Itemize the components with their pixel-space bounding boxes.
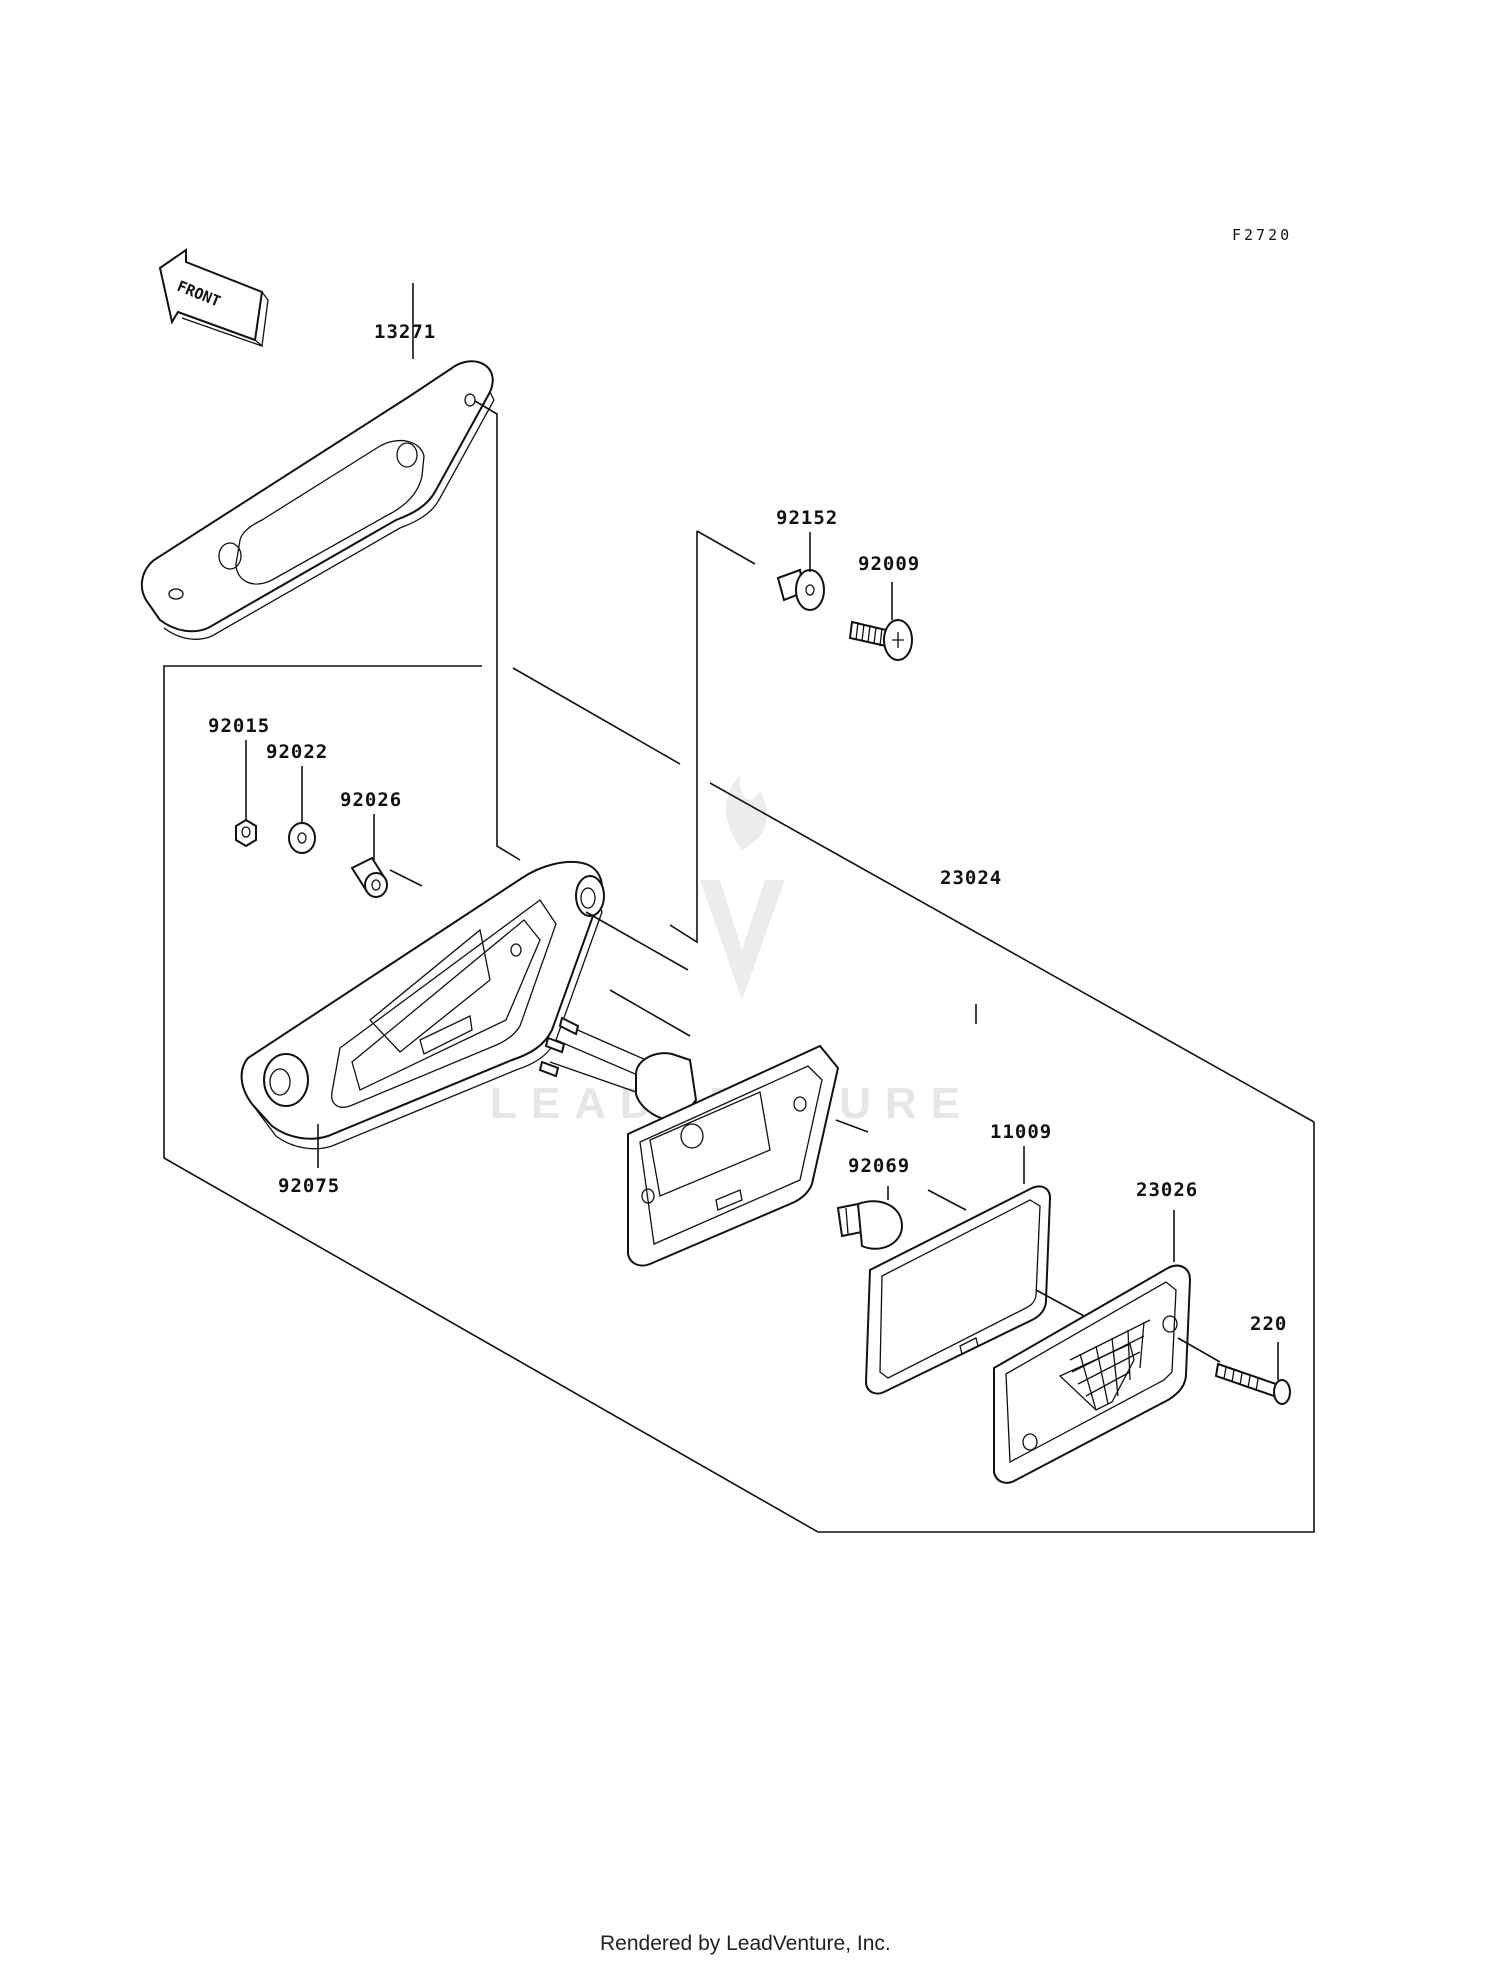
diagram-code: F2720 [1232,226,1292,244]
washer-92022 [288,822,316,854]
gasket-11009 [864,1185,1052,1395]
watermark-logo [700,775,785,1000]
gasket-13271 [140,360,495,640]
part-label-92009: 92009 [858,553,920,575]
part-label-23024: 23024 [940,867,1002,889]
part-label-23026: 23026 [1136,1179,1198,1201]
grommet-92152 [776,568,825,611]
nut-92015 [235,818,257,848]
front-arrow-icon [158,248,269,348]
part-label-13271: 13271 [374,321,436,343]
housing-92075 [240,860,605,1150]
part-label-92026: 92026 [340,789,402,811]
footer-credit: Rendered by LeadVenture, Inc. [600,1932,891,1955]
screw-220 [1214,1362,1291,1405]
part-label-92069: 92069 [848,1155,910,1177]
bulb-92069 [836,1200,904,1250]
part-labels: 13271 92152 92009 92015 92022 92026 2302… [208,321,1287,1335]
part-label-92015: 92015 [208,715,270,737]
part-label-92075: 92075 [278,1175,340,1197]
screw-92009 [848,619,913,661]
part-label-220: 220 [1250,1313,1287,1335]
part-label-92022: 92022 [266,741,328,763]
leader-lines [163,283,1315,1533]
collar-92026 [350,856,388,898]
socket-assembly [538,1016,840,1267]
part-label-11009: 11009 [990,1121,1052,1143]
part-label-92152: 92152 [776,507,838,529]
lens-23026 [993,1264,1192,1484]
